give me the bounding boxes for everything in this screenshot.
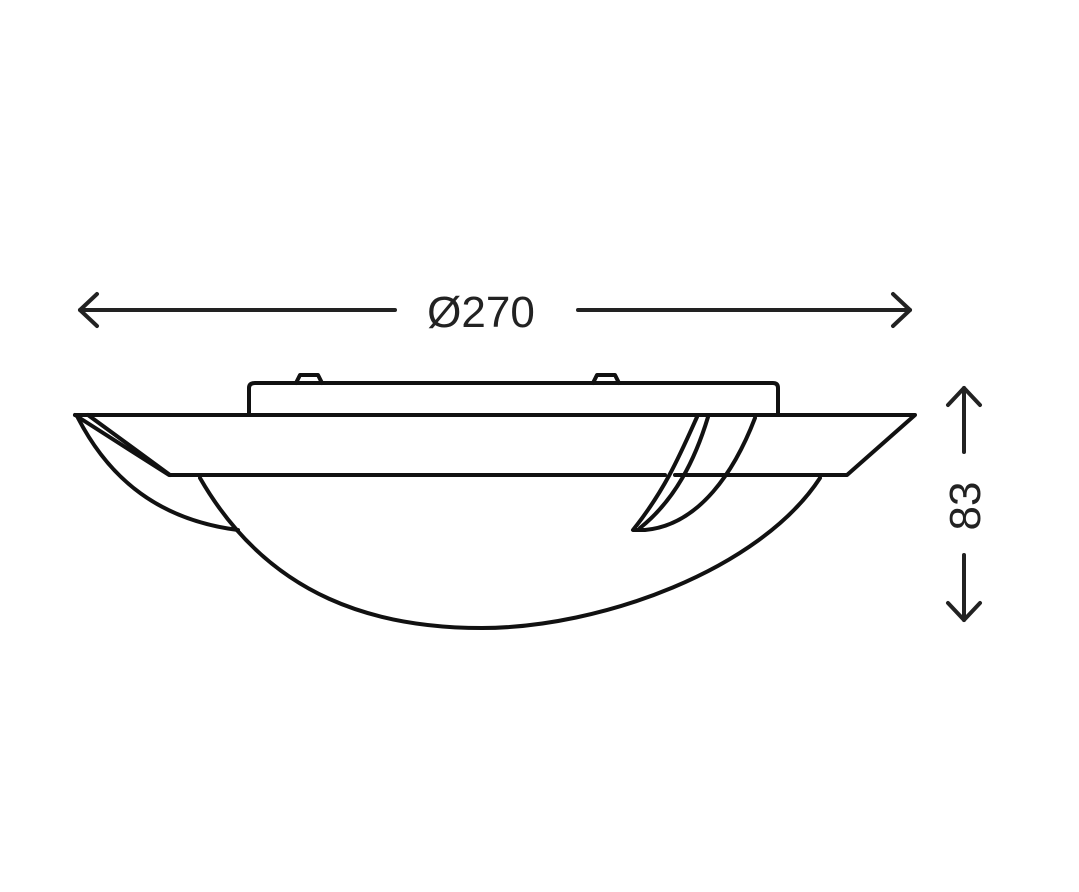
height-dimension: 83 <box>941 386 990 622</box>
rim-right <box>73 413 917 477</box>
left-wing <box>76 416 240 532</box>
rim-left <box>73 413 667 477</box>
right-clip-inner <box>638 415 710 530</box>
screw-left <box>294 373 324 385</box>
glass-bowl <box>198 476 822 630</box>
screw-right <box>591 373 621 385</box>
arrow-down-icon <box>946 601 982 622</box>
width-dimension: Ø270 <box>78 288 912 337</box>
arrow-right-icon <box>891 292 912 328</box>
right-clip-outer <box>631 415 757 532</box>
arrow-left-icon <box>78 292 99 328</box>
rim-inner-edge <box>86 413 172 477</box>
mounting-base <box>247 381 780 415</box>
lamp-drawing <box>73 373 917 630</box>
width-label: Ø270 <box>427 288 535 337</box>
arrow-up-icon <box>946 386 982 407</box>
height-label: 83 <box>941 482 990 531</box>
